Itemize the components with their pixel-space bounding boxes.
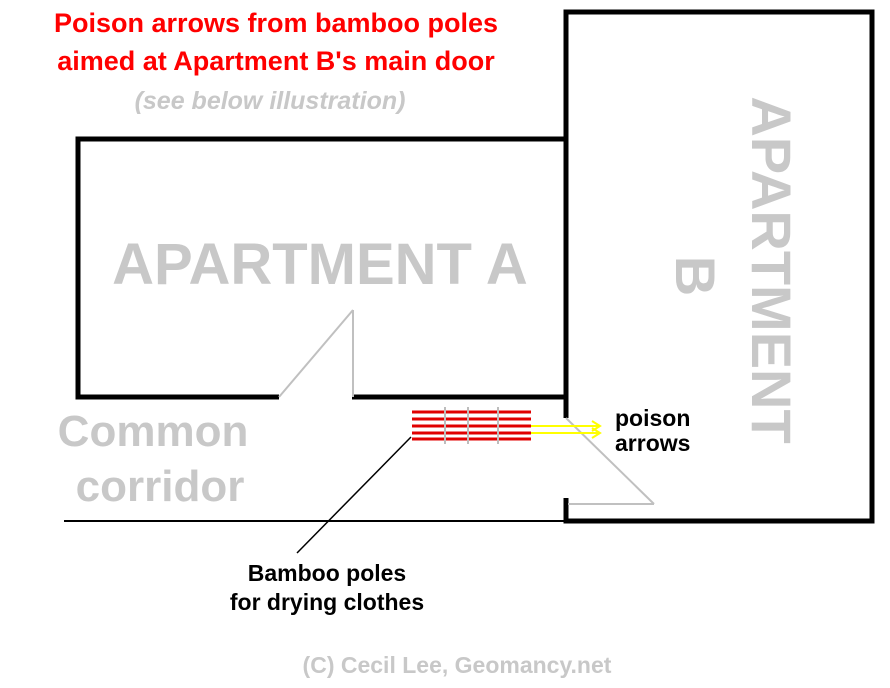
poison-arrows-label-line-1: poison (615, 405, 690, 431)
apartment-a-door (278, 309, 354, 398)
apartment-b-walls (563, 9, 875, 524)
apartment-a-walls (75, 136, 566, 400)
corridor-label-line-2: corridor (76, 462, 245, 511)
title-line-1: Poison arrows from bamboo poles (54, 8, 498, 38)
bamboo-pointer-line (296, 436, 412, 554)
bamboo-label-line-1: Bamboo poles (248, 560, 406, 586)
bamboo-poles (412, 407, 531, 444)
corridor-label-line-1: Common (58, 407, 249, 456)
apartment-a-label: APARTMENT A (112, 232, 528, 297)
apartment-b-label-word: APARTMENT (740, 96, 803, 443)
subtitle: (see below illustration) (135, 87, 406, 115)
bamboo-label-line-2: for drying clothes (230, 589, 424, 615)
poison-arrows-label-line-2: arrows (615, 430, 690, 456)
poison-arrows (531, 420, 602, 439)
apartment-b-label-letter: B (664, 256, 727, 296)
credit: (C) Cecil Lee, Geomancy.net (303, 652, 612, 678)
title-line-2: aimed at Apartment B's main door (57, 46, 495, 76)
